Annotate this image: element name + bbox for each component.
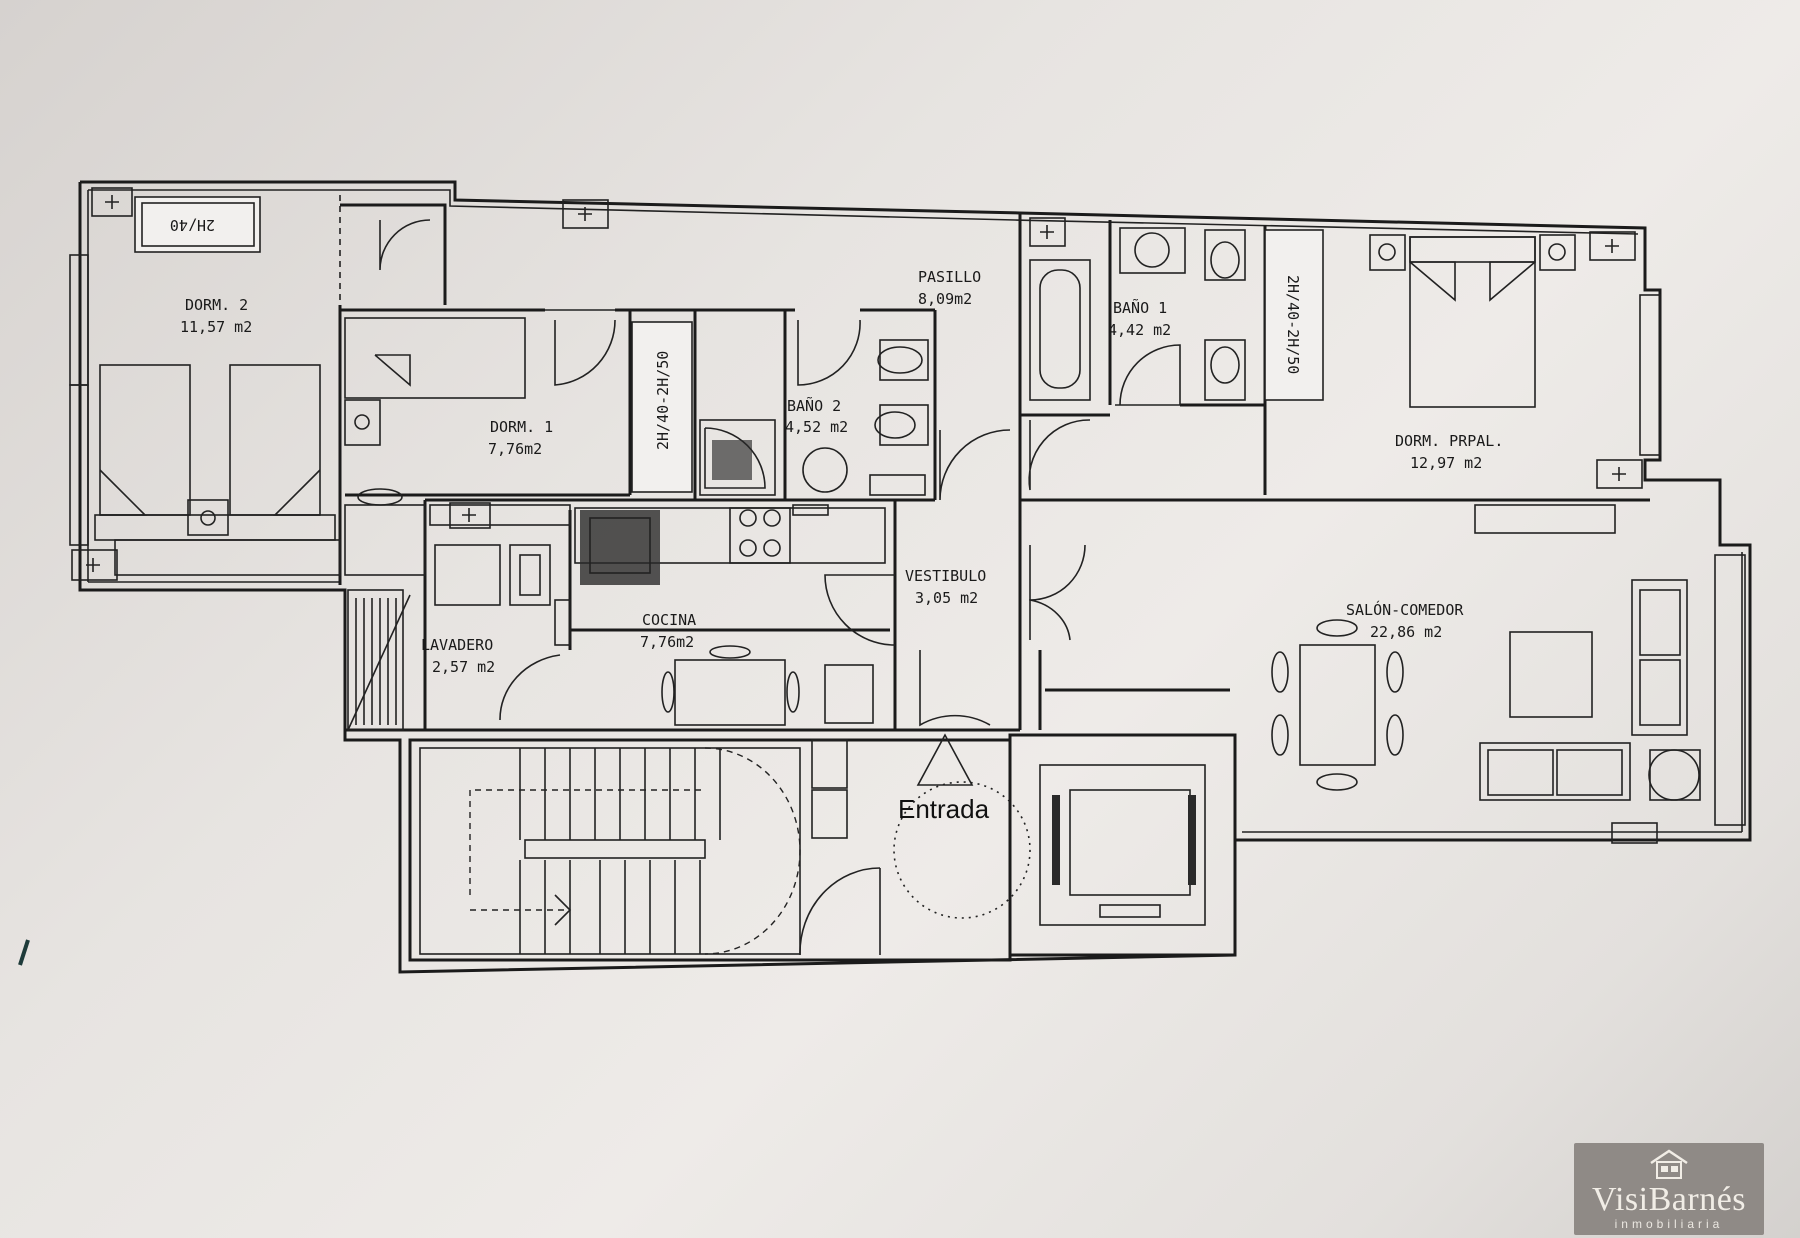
dorm2-furniture — [94, 196, 341, 576]
dorm-prpal-area: 12,97 m2 — [1410, 454, 1482, 472]
salon-name: SALÓN-COMEDOR — [1346, 600, 1464, 619]
dorm2-name: DORM. 2 — [185, 296, 248, 314]
brand-subtitle: inmobiliaria — [1614, 1217, 1724, 1231]
dorm1-furniture — [344, 317, 693, 576]
pasillo-name: PASILLO — [918, 268, 981, 286]
closet-label-dorm1: 2H/40-2H/50 — [654, 351, 672, 450]
vent-markers — [71, 187, 1658, 844]
bano1-name: BAÑO 1 — [1113, 298, 1167, 317]
bano2-name: BAÑO 2 — [787, 396, 841, 415]
bano2-area: 4,52 m2 — [785, 418, 848, 436]
bano2-fixtures — [699, 339, 929, 516]
main-bedroom-furniture — [1369, 234, 1576, 408]
dorm2-area: 11,57 m2 — [180, 318, 252, 336]
dorm1-name: DORM. 1 — [490, 418, 553, 436]
bano1-fixtures — [1029, 227, 1324, 401]
vestibulo-name: VESTIBULO — [905, 567, 986, 585]
elevator — [1008, 733, 1237, 957]
vestibulo-area: 3,05 m2 — [915, 589, 978, 607]
outer-walls — [69, 180, 1752, 974]
closet-notes: 2H/40 2H/40-2H/50 2H/40-2H/50 — [170, 216, 1302, 450]
cocina-name: COCINA — [642, 611, 696, 629]
room-labels: DORM. 2 11,57 m2 DORM. 1 7,76m2 PASILLO … — [180, 268, 1503, 824]
dorm-prpal-name: DORM. PRPAL. — [1395, 432, 1503, 450]
lavadero-name: LAVADERO — [421, 636, 493, 654]
closet-label-main: 2H/40-2H/50 — [1284, 275, 1302, 374]
entrance-label: Entrada — [898, 794, 990, 824]
ink-mark — [18, 939, 30, 966]
doors — [379, 219, 1181, 727]
pasillo-area: 8,09m2 — [918, 290, 972, 308]
lavadero-area: 2,57 m2 — [432, 658, 495, 676]
cocina-area: 7,76m2 — [640, 633, 694, 651]
dorm1-area: 7,76m2 — [488, 440, 542, 458]
kitchen-furniture — [429, 504, 886, 726]
brand-logo: VisiBarnés inmobiliaria — [1574, 1143, 1764, 1235]
salon-area: 22,86 m2 — [1370, 623, 1442, 641]
closet-label-dorm2: 2H/40 — [170, 216, 215, 234]
stairwell — [408, 738, 1012, 962]
house-icon — [1650, 1149, 1688, 1179]
bano1-area: 4,42 m2 — [1108, 321, 1171, 339]
entrance-marker — [893, 733, 1031, 919]
living-dining-furniture — [1271, 504, 1701, 801]
brand-name: VisiBarnés — [1591, 1181, 1747, 1218]
interior-walls — [338, 195, 1650, 732]
